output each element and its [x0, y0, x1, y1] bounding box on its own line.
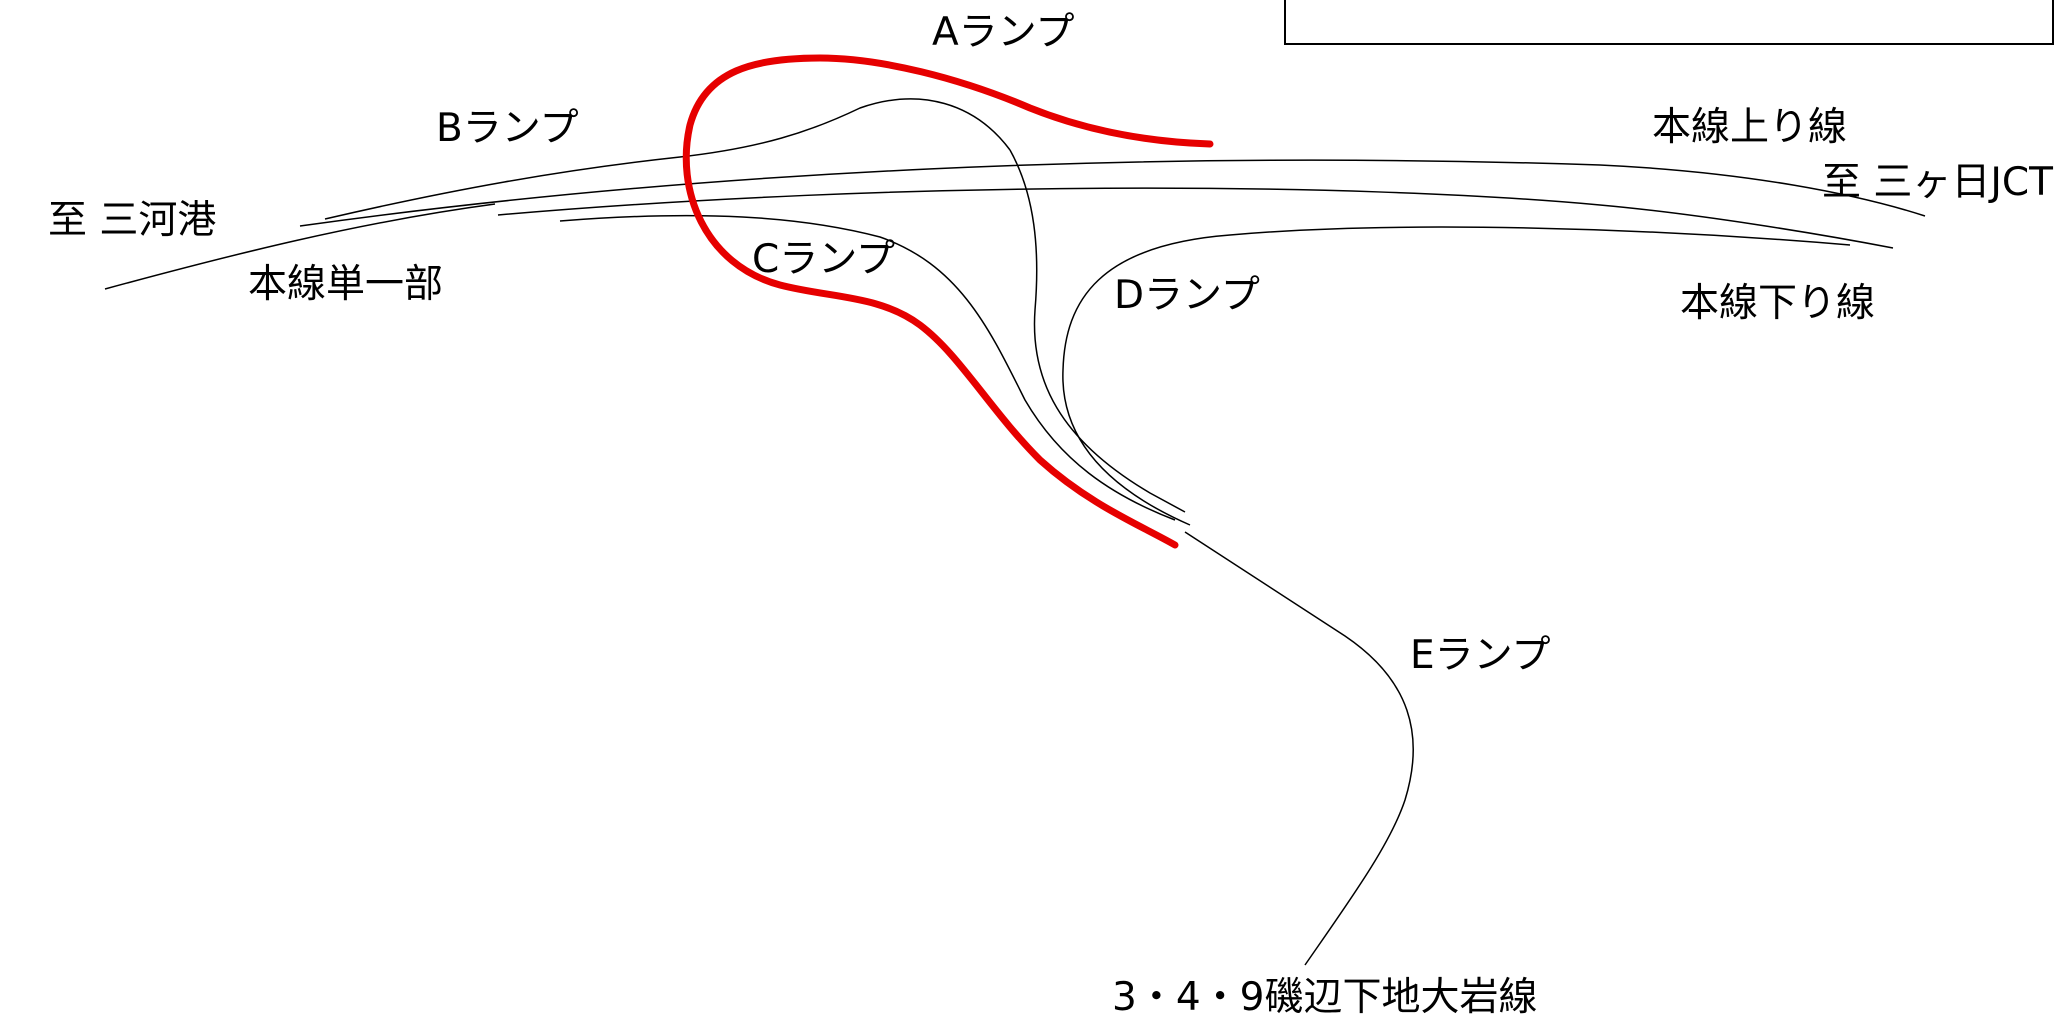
a-ramp-label: Aランプ — [932, 10, 1075, 55]
e-ramp-label: Eランプ — [1410, 633, 1550, 678]
d-ramp-line — [1062, 226, 1851, 526]
mainline-single-line — [104, 203, 496, 290]
c-ramp-label: Cランプ — [752, 237, 895, 282]
e-ramp-line — [1184, 531, 1414, 966]
mainline-up-label: 本線上り線 — [1652, 105, 1847, 150]
loop-connector-line — [1009, 149, 1186, 513]
highlighted-ramp-route — [682, 54, 1214, 549]
b-ramp-label: Bランプ — [436, 106, 579, 151]
c-ramp-line — [559, 214, 1176, 521]
mainline-single-label: 本線単一部 — [248, 262, 443, 307]
to-mikkabi-jct-label: 至 三ヶ日JCT — [1822, 160, 2053, 205]
mainline-up-line — [299, 159, 1926, 227]
d-ramp-label: Dランプ — [1114, 273, 1260, 318]
to-mikawa-port-label: 至 三河港 — [48, 198, 216, 243]
info-box — [1284, 0, 2054, 45]
mainline-down-line — [497, 187, 1894, 249]
mainline-down-label: 本線下り線 — [1680, 281, 1875, 326]
route-349-label: 3・4・9磯辺下地大岩線 — [1112, 975, 1537, 1020]
b-ramp-line — [324, 98, 1011, 220]
